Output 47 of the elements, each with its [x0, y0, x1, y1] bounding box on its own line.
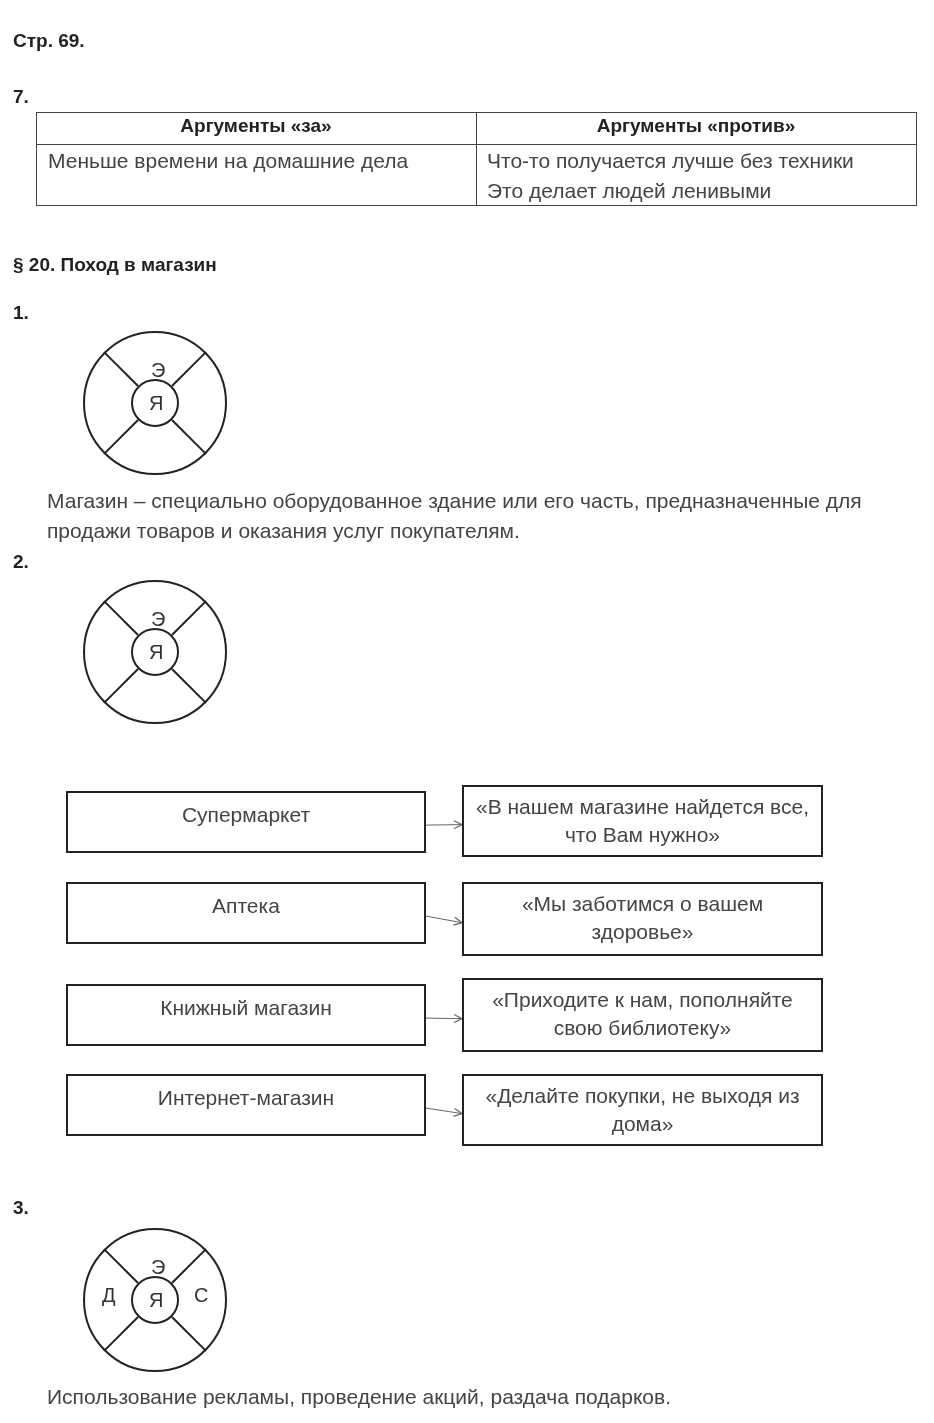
- section-heading: § 20. Поход в магазин: [13, 254, 217, 276]
- table-header: Аргументы «против»: [595, 115, 797, 137]
- box-text: Интернет-магазин: [156, 1085, 336, 1111]
- inner-circle: [131, 379, 179, 427]
- inner-circle: [131, 1276, 179, 1324]
- center-label: Я: [149, 642, 164, 662]
- box-text: «В нашем магазине найдется все, что Вам нужно»: [474, 794, 811, 848]
- sector-label: Д: [102, 1285, 116, 1305]
- sector-label: Э: [151, 1257, 166, 1277]
- shop-type-box: [66, 882, 426, 944]
- slogan-box: [462, 785, 823, 857]
- circle-diagram: [83, 331, 227, 475]
- box-text: Книжный магазин: [159, 995, 333, 1021]
- sector-label: Э: [151, 360, 166, 380]
- box-text: «Делайте покупки, не выходя из дома»: [484, 1083, 801, 1137]
- box-text: Аптека: [211, 893, 281, 919]
- arrow: [425, 1107, 463, 1117]
- arrow: [425, 820, 463, 830]
- sector-label: Э: [151, 609, 166, 629]
- table-cell-text: Меньше времени на домашние дела: [48, 148, 409, 174]
- table-header: Аргументы «за»: [179, 115, 333, 137]
- page-title: Стр. 69.: [13, 30, 85, 52]
- circle-diagram: [83, 1228, 227, 1372]
- shop-type-box: [66, 1074, 426, 1136]
- exercise-number: 7.: [13, 86, 29, 108]
- sector-label: С: [194, 1285, 209, 1305]
- box-text: «Приходите к нам, пополняйте свою библиотеку»: [491, 987, 794, 1041]
- definition-text: Магазин – специально оборудованное здание или его часть, предназначенные для продажи товаров и оказания услуг покупателям.: [47, 488, 863, 544]
- table-cell-text: Что-то получается лучше без техники: [487, 148, 854, 174]
- table-cell-text: Это делает людей ленивыми: [487, 178, 772, 204]
- shop-type-box: [66, 984, 426, 1046]
- answer-text: Использование рекламы, проведение акций, раздача подарков.: [47, 1384, 671, 1410]
- slogan-box: [462, 882, 823, 956]
- box-text: «Мы заботимся о вашем здоровье»: [520, 891, 765, 945]
- arrow: [425, 915, 463, 926]
- slogan-box: [462, 978, 823, 1052]
- center-label: Я: [149, 1290, 164, 1310]
- center-label: Я: [149, 393, 164, 413]
- exercise-number: 2.: [13, 551, 29, 573]
- circle-diagram: [83, 580, 227, 724]
- exercise-number: 3.: [13, 1197, 29, 1219]
- slogan-box: [462, 1074, 823, 1146]
- shop-type-box: [66, 791, 426, 853]
- exercise-number: 1.: [13, 302, 29, 324]
- box-text: Супермаркет: [180, 802, 312, 828]
- inner-circle: [131, 628, 179, 676]
- arrow: [425, 1013, 463, 1024]
